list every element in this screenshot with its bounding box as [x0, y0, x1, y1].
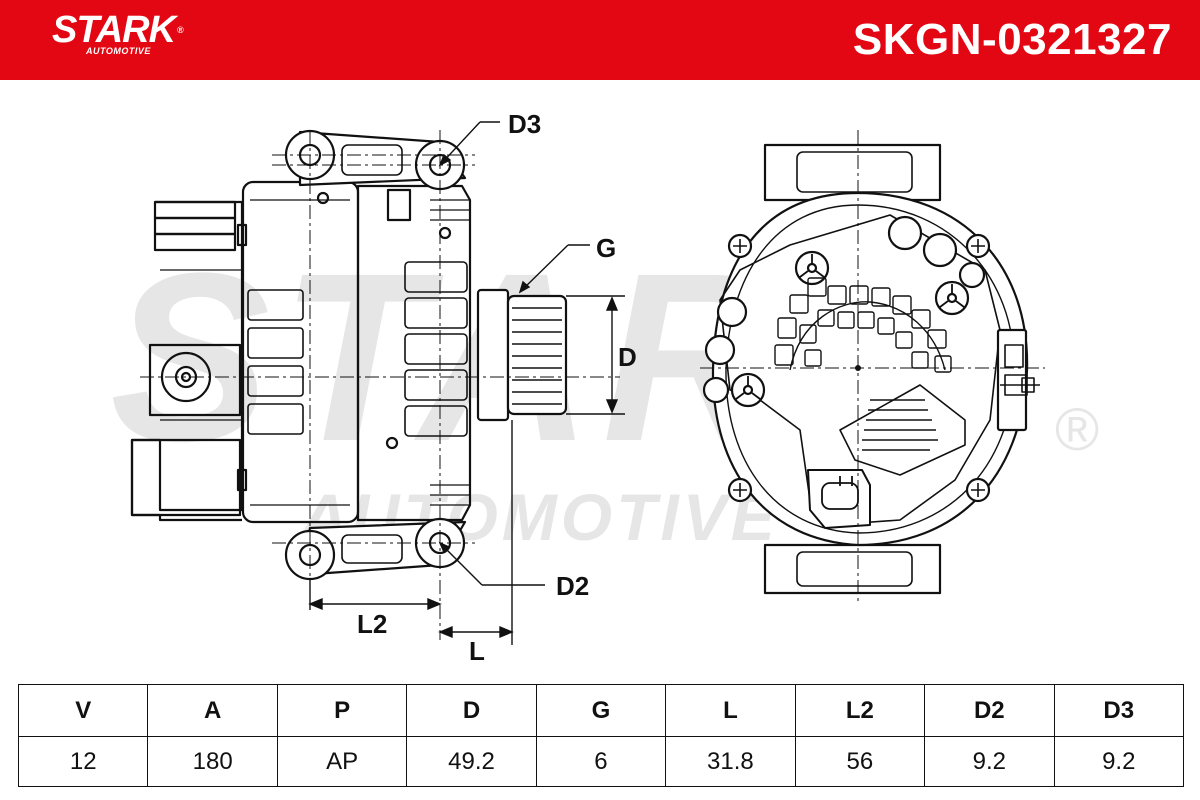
spec-header-cell: A: [147, 684, 278, 737]
brand-name: STARK: [52, 9, 176, 51]
spec-value-cell: 180: [147, 736, 278, 787]
watermark-registered-mark: ®: [1055, 396, 1099, 463]
label-g: G: [596, 233, 616, 263]
label-d: D: [618, 342, 637, 372]
spec-value-cell: 12: [17, 736, 149, 787]
spec-header-cell: V: [17, 684, 149, 737]
spec-table-value-row: 12 180 AP 49.2 6 31.8 56 9.2 9.2: [17, 736, 1184, 787]
dimension-lines: [308, 121, 625, 645]
spec-value-cell: 9.2: [1053, 736, 1184, 787]
spec-value-cell: 49.2: [406, 736, 537, 787]
spec-header-cell: D: [406, 684, 537, 737]
spec-value-cell: 9.2: [924, 736, 1055, 787]
header-bar: STARK® AUTOMOTIVE SKGN-0321327: [0, 0, 1200, 80]
rear-view-center-point: [855, 365, 861, 371]
spec-header-cell: P: [276, 684, 408, 737]
brand-registered-mark: ®: [177, 25, 184, 35]
spec-table-header-row: V A P D G L L2 D2 D3: [17, 684, 1184, 737]
part-number: SKGN-0321327: [852, 15, 1172, 64]
spec-value-cell: AP: [276, 736, 408, 787]
brand-tagline: AUTOMOTIVE: [86, 46, 151, 56]
spec-value-cell: 31.8: [665, 736, 796, 787]
spec-header-cell: D2: [924, 684, 1055, 737]
spec-value-cell: 6: [535, 736, 667, 787]
spec-value-cell: 56: [794, 736, 926, 787]
brand-logo: STARK® AUTOMOTIVE: [52, 9, 184, 56]
label-d2: D2: [556, 571, 589, 601]
spec-header-cell: L: [665, 684, 796, 737]
label-l: L: [469, 636, 485, 666]
spec-header-cell: D3: [1053, 684, 1184, 737]
label-d3: D3: [508, 109, 541, 139]
spec-table: V A P D G L L2 D2 D3 12 180 AP 49.2 6 31…: [17, 684, 1184, 787]
alternator-rear-view: [702, 143, 1040, 595]
alternator-drawing: STARK AUTOMOTIVE ®: [110, 109, 1099, 666]
label-l2: L2: [357, 609, 387, 639]
spec-header-cell: L2: [794, 684, 926, 737]
spec-header-cell: G: [535, 684, 667, 737]
